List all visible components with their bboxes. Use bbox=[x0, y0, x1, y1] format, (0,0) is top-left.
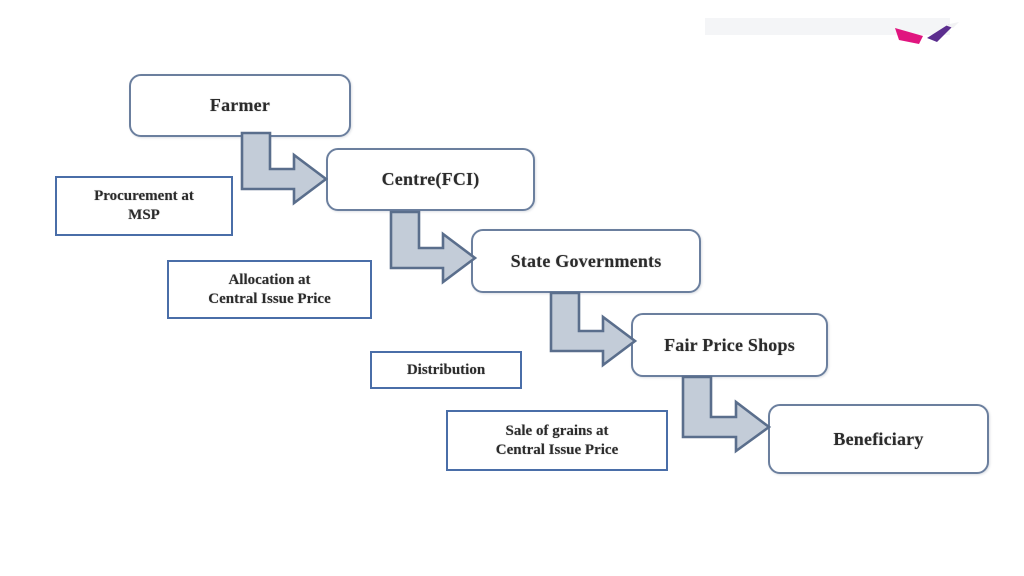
node-state-governments-label: State Governments bbox=[510, 250, 662, 271]
arrow-state-to-fair-price-shops bbox=[549, 291, 639, 368]
node-farmer-label: Farmer bbox=[209, 95, 271, 115]
node-state-governments[interactable]: State Governments bbox=[471, 229, 701, 293]
label-distribution: Distribution bbox=[370, 351, 522, 389]
node-beneficiary-label: Beneficiary bbox=[833, 428, 924, 449]
arrow-fair-price-shops-to-beneficiary bbox=[681, 375, 773, 454]
node-farmer[interactable]: Farmer bbox=[129, 74, 351, 137]
logo-fragment-icon bbox=[893, 16, 963, 46]
arrow-farmer-to-centre bbox=[240, 131, 330, 206]
background-artifact-band bbox=[705, 18, 950, 35]
label-sale-of-grains: Sale of grains at Central Issue Price bbox=[446, 410, 668, 471]
node-centre-fci-label: Centre(FCI) bbox=[381, 169, 480, 189]
label-allocation-line1: Allocation at bbox=[228, 271, 311, 288]
label-allocation-line2: Central Issue Price bbox=[208, 290, 331, 307]
label-distribution-line1: Distribution bbox=[406, 361, 486, 378]
label-procurement-line2: MSP bbox=[128, 207, 160, 223]
label-sale-line1: Sale of grains at bbox=[505, 422, 609, 439]
label-procurement-line1: Procurement at bbox=[94, 188, 194, 205]
arrow-centre-to-state bbox=[389, 210, 479, 285]
node-fair-price-shops-label: Fair Price Shops bbox=[664, 334, 795, 355]
node-fair-price-shops[interactable]: Fair Price Shops bbox=[631, 313, 828, 377]
label-sale-line2: Central Issue Price bbox=[495, 441, 619, 458]
label-procurement-at-msp: Procurement at MSP bbox=[55, 176, 233, 236]
node-centre-fci[interactable]: Centre(FCI) bbox=[326, 148, 535, 211]
label-allocation-at-central-issue-price: Allocation at Central Issue Price bbox=[167, 260, 372, 319]
node-beneficiary[interactable]: Beneficiary bbox=[768, 404, 989, 474]
